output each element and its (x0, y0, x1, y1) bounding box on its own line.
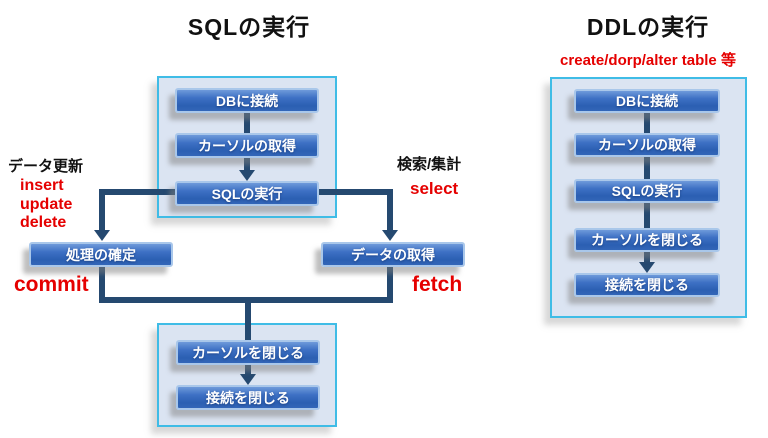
connector-line (644, 251, 650, 263)
fetch-label: fetch (412, 273, 463, 296)
branch-line-left (99, 189, 105, 231)
flow-box-exec-sql: SQLの実行 (574, 179, 720, 203)
flow-box-close-cursor: カーソルを閉じる (176, 340, 320, 365)
junction-line (99, 266, 105, 303)
junction-line (245, 297, 251, 341)
ddl-subtitle-label: create/dorp/alter table 等 (560, 52, 736, 69)
connector-line (644, 156, 650, 180)
data-update-label: データ更新 (8, 158, 84, 175)
connector-line (644, 202, 650, 229)
flow-box-exec-sql: SQLの実行 (175, 181, 319, 206)
connector-line (245, 364, 251, 375)
flow-box-get-cursor: カーソルの取得 (574, 133, 720, 157)
connector-line (244, 157, 250, 171)
branch-line-right (317, 189, 393, 195)
flow-box-commit: 処理の確定 (29, 242, 173, 267)
flow-box-close-cursor: カーソルを閉じる (574, 228, 720, 252)
ddl-flow-title: DDLの実行 (586, 14, 710, 40)
down-arrowhead-icon (94, 230, 110, 241)
flow-box-close-connection: 接続を閉じる (176, 385, 320, 410)
search-aggregate-label: 検索/集計 (397, 156, 462, 173)
connector-line (644, 112, 650, 134)
flow-box-db-connect: DBに接続 (175, 88, 319, 113)
branch-line-right (387, 189, 393, 231)
junction-line (387, 266, 393, 303)
down-arrowhead-icon (239, 170, 255, 181)
update-label: update (20, 196, 73, 213)
flow-box-fetch: データの取得 (321, 242, 465, 267)
branch-line-left (99, 189, 177, 195)
down-arrowhead-icon (382, 230, 398, 241)
select-label: select (410, 179, 459, 198)
flow-box-close-connection: 接続を閉じる (574, 273, 720, 297)
commit-label: commit (14, 273, 89, 296)
down-arrowhead-icon (639, 262, 655, 273)
flow-box-db-connect: DBに接続 (574, 89, 720, 113)
delete-label: delete (20, 214, 67, 231)
insert-label: insert (20, 177, 64, 194)
sql-flow-title: SQLの実行 (187, 14, 311, 40)
flow-box-get-cursor: カーソルの取得 (175, 133, 319, 158)
connector-line (244, 112, 250, 133)
down-arrowhead-icon (240, 374, 256, 385)
